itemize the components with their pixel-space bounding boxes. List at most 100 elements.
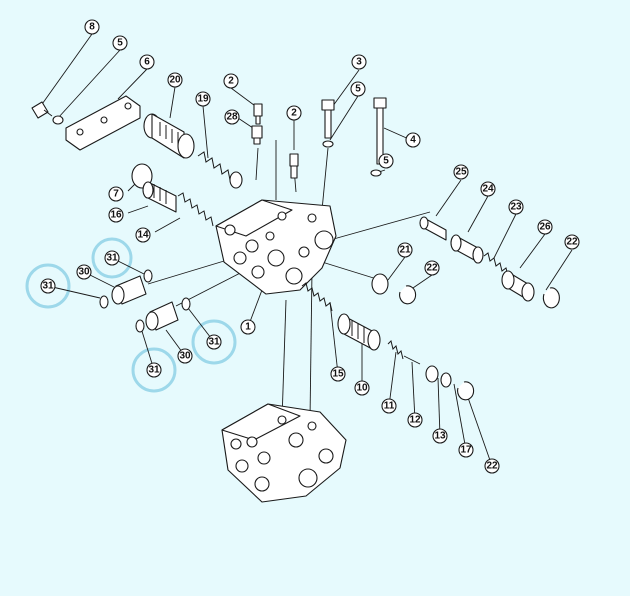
callout-13: 13 — [432, 428, 448, 444]
callout-17: 17 — [458, 442, 474, 458]
svg-text:3: 3 — [356, 57, 362, 68]
svg-text:5: 5 — [117, 38, 123, 49]
part-30-sleeve-upper — [111, 275, 147, 305]
part-31-oring-right — [181, 297, 191, 311]
callout-15: 15 — [330, 366, 346, 382]
part-22-snap-ring-lower — [457, 381, 475, 401]
svg-text:23: 23 — [510, 202, 522, 213]
part-28-plug — [251, 125, 263, 145]
callout-19: 19 — [195, 91, 211, 107]
svg-text:8: 8 — [89, 22, 95, 33]
callout-22-mid: 22 — [424, 260, 440, 276]
highlight-ring-31-bottom — [131, 347, 177, 393]
part-31-oring-left — [99, 295, 109, 309]
part-5-washer-left — [52, 115, 64, 125]
svg-text:20: 20 — [169, 75, 181, 86]
svg-text:5: 5 — [355, 84, 361, 95]
svg-text:25: 25 — [455, 167, 467, 178]
callout-8: 8 — [84, 19, 100, 35]
svg-text:30: 30 — [78, 267, 90, 278]
callout-16: 16 — [108, 207, 124, 223]
svg-text:1: 1 — [245, 322, 251, 333]
callout-31-right: 31 — [206, 334, 222, 350]
callout-5-right: 5 — [378, 153, 394, 169]
svg-text:30: 30 — [179, 351, 191, 362]
part-23-spring — [483, 252, 509, 277]
part-8-bolt — [31, 101, 53, 119]
svg-text:2: 2 — [291, 108, 297, 119]
callout-22-upper: 22 — [564, 234, 580, 250]
part-14-spring — [177, 192, 214, 227]
svg-text:15: 15 — [332, 369, 344, 380]
callout-7: 7 — [108, 186, 124, 202]
svg-text:31: 31 — [42, 281, 54, 292]
callout-23: 23 — [508, 199, 524, 215]
part-16-piston — [142, 181, 177, 213]
callout-21: 21 — [397, 242, 413, 258]
callout-28: 28 — [224, 109, 240, 125]
callout-3: 3 — [351, 54, 367, 70]
svg-text:31: 31 — [106, 253, 118, 264]
svg-text:22: 22 — [486, 461, 498, 472]
callout-25: 25 — [453, 164, 469, 180]
svg-text:19: 19 — [197, 94, 209, 105]
callout-31-top: 31 — [104, 250, 120, 266]
callout-4: 4 — [405, 132, 421, 148]
part-5-washer-mid — [322, 140, 334, 148]
svg-text:5: 5 — [383, 156, 389, 167]
svg-text:21: 21 — [399, 245, 411, 256]
callout-30-upper: 30 — [76, 264, 92, 280]
svg-text:14: 14 — [137, 230, 149, 241]
valve-body-lower — [221, 403, 347, 503]
callout-31-left: 31 — [40, 278, 56, 294]
valve-body-upper — [215, 199, 337, 295]
part-13-plug — [425, 365, 439, 383]
part-20-sleeve — [143, 113, 195, 159]
part-5-washer-right — [370, 169, 382, 177]
part-26-cap — [501, 270, 535, 302]
svg-text:22: 22 — [566, 237, 578, 248]
svg-text:31: 31 — [148, 365, 160, 376]
callouts: 8 5 6 20 19 2 28 2 3 5 4 5 7 16 14 25 24… — [40, 19, 580, 474]
highlight-ring-31-left — [25, 263, 71, 309]
part-22-snap-ring-mid — [399, 285, 417, 305]
callout-10: 10 — [354, 380, 370, 396]
part-10-sleeve — [337, 313, 381, 351]
callout-5-mid: 5 — [350, 81, 366, 97]
part-22-snap-ring-upper — [542, 287, 560, 309]
part-24-sleeve — [450, 234, 484, 264]
part-15-spring — [301, 282, 333, 312]
svg-text:11: 11 — [384, 401, 395, 412]
callout-30-lower: 30 — [177, 348, 193, 364]
callout-2-left: 2 — [223, 73, 239, 89]
callout-6: 6 — [139, 54, 155, 70]
svg-text:12: 12 — [409, 415, 421, 426]
svg-text:4: 4 — [410, 135, 416, 146]
part-31-oring-bottom — [135, 319, 145, 333]
callout-31-bottom: 31 — [146, 362, 162, 378]
part-31-oring-top — [143, 269, 153, 283]
highlight-ring-31-right — [191, 319, 237, 365]
callout-12: 12 — [407, 412, 423, 428]
callout-5-left: 5 — [112, 35, 128, 51]
callout-22-lower: 22 — [484, 458, 500, 474]
callout-11: 11 — [381, 398, 397, 414]
svg-text:2: 2 — [228, 76, 234, 87]
highlight-ring-31-top — [91, 237, 133, 279]
part-6-cover-plate — [65, 95, 141, 151]
svg-text:28: 28 — [226, 112, 238, 123]
part-12-pin — [403, 355, 421, 365]
part-2-fitting-left — [253, 103, 263, 125]
svg-text:31: 31 — [208, 337, 220, 348]
svg-text:16: 16 — [110, 210, 122, 221]
callout-20: 20 — [167, 72, 183, 88]
callout-14: 14 — [135, 227, 151, 243]
svg-text:26: 26 — [539, 222, 551, 233]
callout-26: 26 — [537, 219, 553, 235]
callout-1: 1 — [240, 319, 256, 335]
part-30-sleeve-lower — [145, 301, 179, 331]
svg-text:7: 7 — [113, 189, 119, 200]
svg-text:10: 10 — [356, 383, 368, 394]
svg-text:24: 24 — [482, 184, 494, 195]
part-11-spring — [387, 340, 404, 360]
